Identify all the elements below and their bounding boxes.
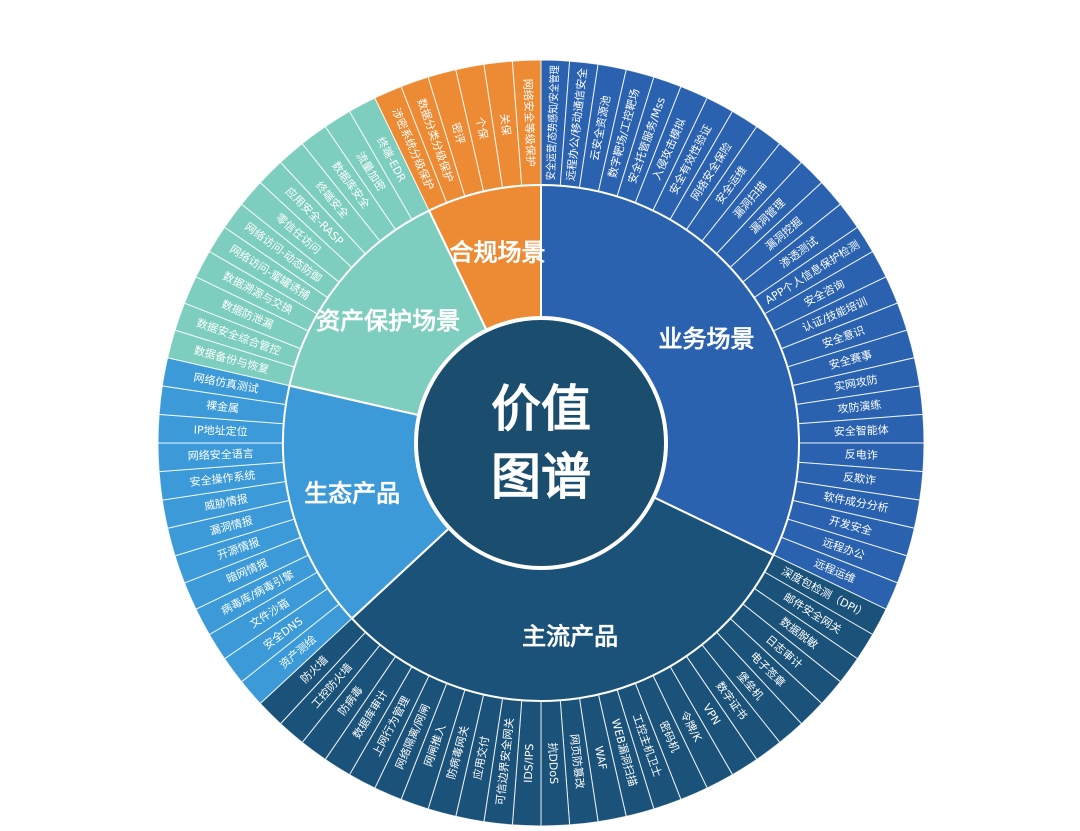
center-title-line2: 图谱 [491, 448, 591, 506]
leaf-label: 安全智能体 [834, 422, 889, 438]
leaf-label: 网络安全语言 [187, 446, 253, 462]
leaf-label: IDS/IPS [522, 743, 536, 783]
leaf-label: 个保 [473, 116, 491, 140]
leaf-label: 反欺诈 [842, 471, 876, 488]
leaf-label: 裸金属 [205, 398, 239, 416]
category-label: 资产保护场景 [316, 307, 460, 335]
center-circle-group: 价值 图谱 [414, 316, 668, 570]
leaf-label: WAF [592, 745, 609, 771]
leaf-label: 安全运营/态势感知/安全管理 [543, 65, 561, 180]
category-label: 主流产品 [522, 622, 618, 650]
leaf-label: 网页防篡改 [567, 733, 587, 789]
leaf-label: 攻防演练 [837, 397, 882, 416]
category-label: 合规场景 [449, 238, 545, 266]
leaf-label: 抗DDoS [546, 742, 562, 784]
category-label: 生态产品 [304, 480, 400, 508]
leaf-label: 关保 [497, 113, 513, 136]
leaf-label: 网络安全等级保护 [521, 78, 538, 166]
leaf-label: 反电诈 [845, 448, 878, 462]
leaf-label: IP地址定位 [194, 423, 248, 439]
category-label: 业务场景 [659, 325, 755, 353]
outer-ring: 安全运营/态势感知/安全管理远程办公/移动通信安全云安全资源池数字靶场/工控靶场… [157, 59, 925, 827]
center-title-line1: 价值 [491, 380, 591, 438]
leaf-label: 密评 [449, 121, 468, 146]
center-circle [414, 316, 668, 570]
